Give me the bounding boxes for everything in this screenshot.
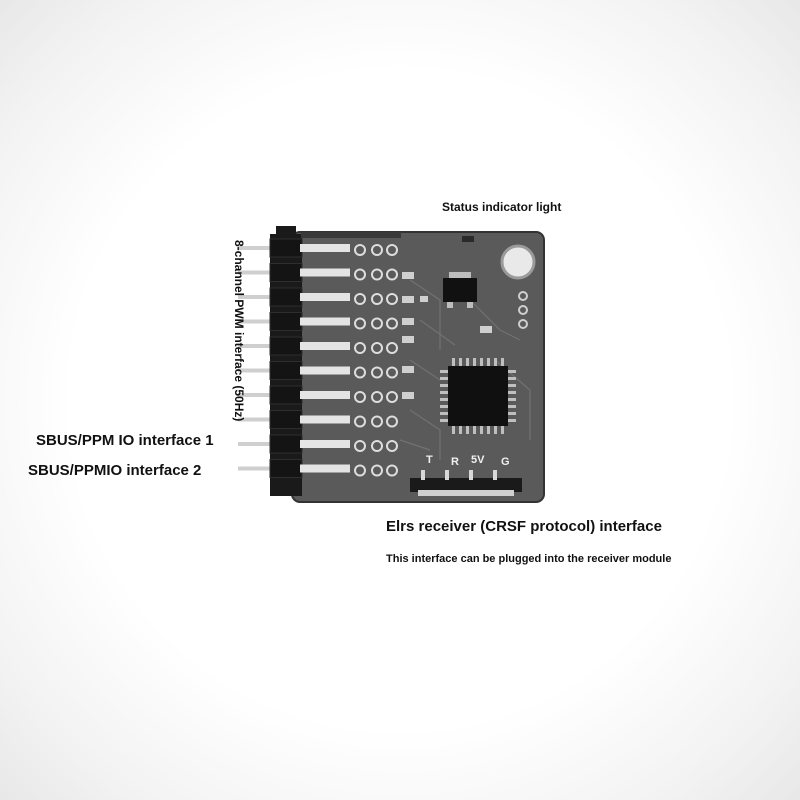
pin-row bbox=[238, 287, 398, 307]
pin-row bbox=[238, 238, 398, 258]
elrs-interface-note: This interface can be plugged into the r… bbox=[386, 553, 672, 565]
status-led bbox=[462, 236, 474, 242]
mcu-chip bbox=[440, 358, 516, 434]
elrs-header bbox=[410, 470, 522, 496]
pin-label-g: G bbox=[501, 456, 510, 468]
pin-row bbox=[238, 263, 398, 282]
pin-label-t: T bbox=[426, 454, 433, 466]
smd-components bbox=[402, 272, 492, 399]
pin-row bbox=[238, 459, 398, 478]
side-pads bbox=[518, 291, 528, 329]
status-light-label: Status indicator light bbox=[442, 200, 562, 214]
pin-row bbox=[238, 336, 398, 356]
pin-label-5v: 5V bbox=[471, 454, 485, 466]
elrs-interface-label: Elrs receiver (CRSF protocol) interface bbox=[386, 518, 662, 535]
pin-row bbox=[238, 385, 398, 405]
pin-row bbox=[238, 410, 398, 429]
pwm-pin-rows bbox=[238, 238, 398, 478]
pin-row bbox=[238, 312, 398, 331]
pin-label-r: R bbox=[451, 456, 459, 468]
sbus-interface-2-label: SBUS/PPMIO interface 2 bbox=[28, 462, 202, 479]
pin-row bbox=[238, 434, 398, 454]
pin-row bbox=[238, 361, 398, 380]
pwm-interface-label: 8-channel PWM interface (50Hz) bbox=[232, 240, 246, 422]
sbus-interface-1-label: SBUS/PPM IO interface 1 bbox=[36, 432, 214, 449]
mounting-hole bbox=[500, 244, 536, 280]
voltage-regulator bbox=[443, 278, 477, 302]
